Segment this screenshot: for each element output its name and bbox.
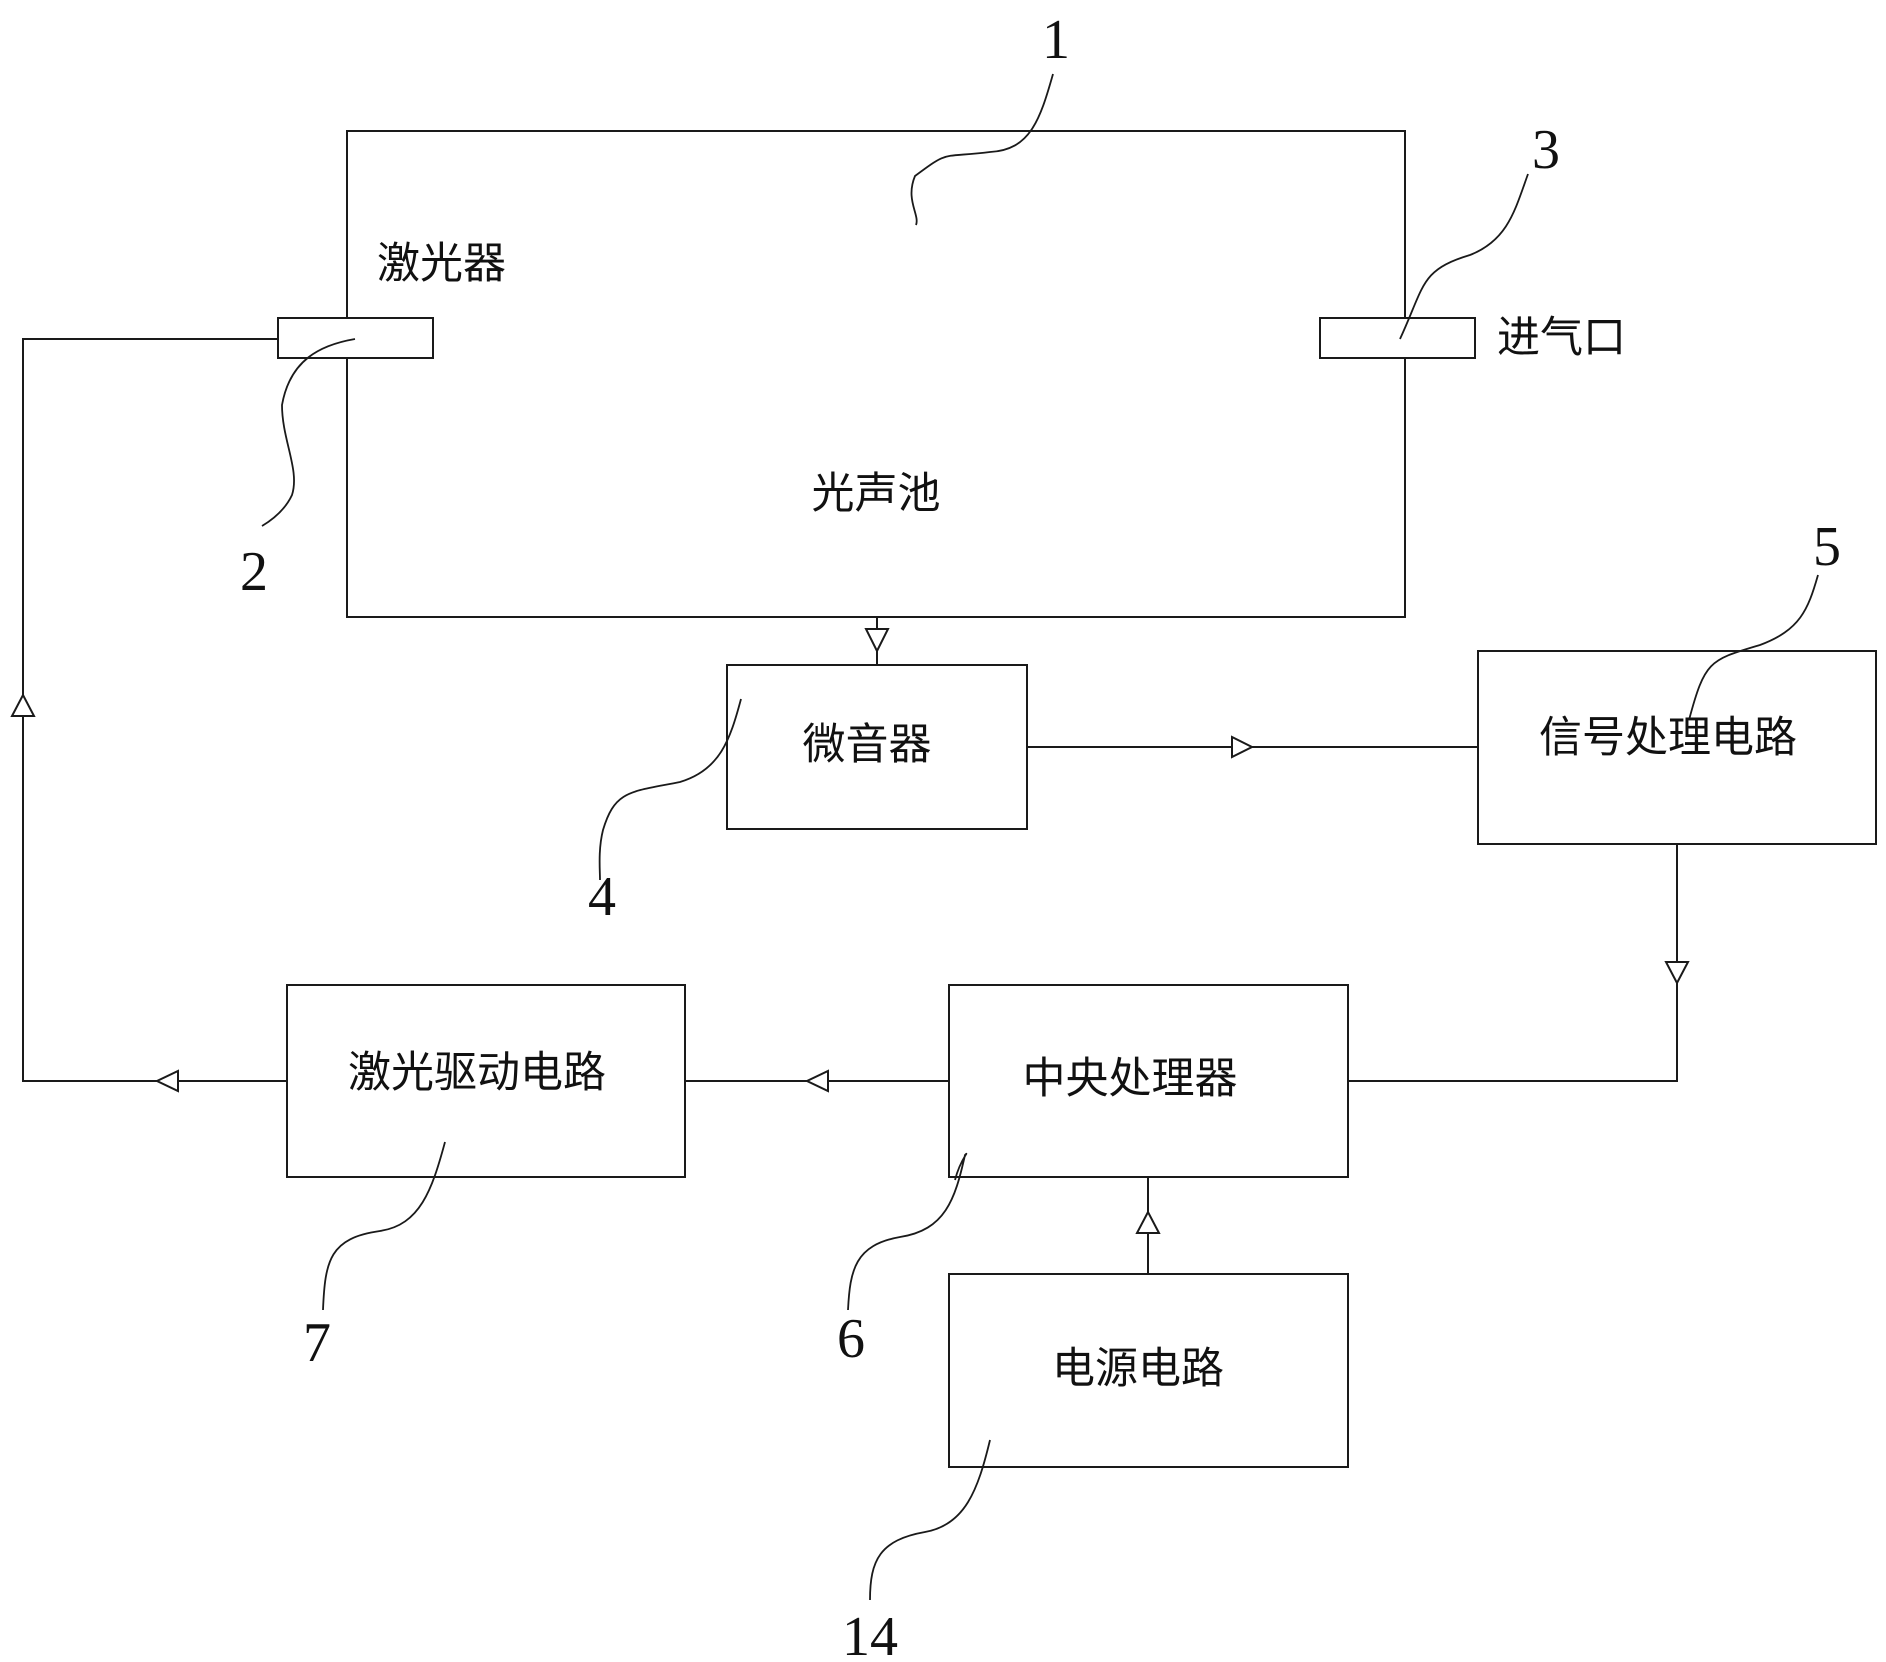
arrow-up-power: [1135, 1209, 1161, 1234]
leader-14: [869, 1439, 991, 1601]
leader-5: [1688, 574, 1819, 721]
gas-inlet-box: [1319, 317, 1476, 359]
wire-driver-to-laser: [22, 338, 287, 1082]
ref-numeral-6: 6: [837, 1308, 865, 1370]
wire-signal-to-cpu: [1348, 844, 1678, 1082]
arrow-down-microphone: [864, 628, 890, 654]
central-processor-label: 中央处理器: [1023, 1054, 1238, 1104]
leader-6: [847, 1152, 968, 1311]
ref-numeral-1: 1: [1042, 9, 1070, 71]
leader-2: [261, 338, 356, 527]
gas-inlet-label: 进气口: [1497, 313, 1626, 363]
ref-numeral-2: 2: [240, 541, 268, 603]
power-supply-label: 电源电路: [1052, 1344, 1224, 1394]
arrow-left-feedback: [154, 1069, 179, 1093]
leader-4: [598, 698, 742, 881]
laser-box: [277, 317, 434, 359]
microphone-label: 微音器: [803, 720, 932, 770]
arrow-up-laser: [10, 692, 36, 717]
ref-numeral-5: 5: [1813, 516, 1841, 578]
laser-label: 激光器: [377, 239, 506, 289]
arrow-right-signal: [1231, 735, 1255, 759]
ref-numeral-7: 7: [303, 1312, 331, 1374]
photoacoustic-cell-box: [346, 130, 1406, 618]
ref-numeral-3: 3: [1532, 119, 1560, 181]
ref-numeral-4: 4: [588, 866, 616, 928]
laser-driver-label: 激光驱动电路: [348, 1048, 606, 1098]
photoacoustic-cell-label: 光声池: [812, 469, 941, 519]
arrow-down-cpu: [1664, 961, 1690, 986]
leader-7: [322, 1141, 446, 1311]
arrow-left-driver: [804, 1069, 829, 1093]
ref-numeral-14: 14: [842, 1606, 898, 1662]
signal-processing-label: 信号处理电路: [1539, 713, 1797, 763]
leader-1: [910, 73, 1054, 226]
leader-3: [1399, 173, 1529, 340]
